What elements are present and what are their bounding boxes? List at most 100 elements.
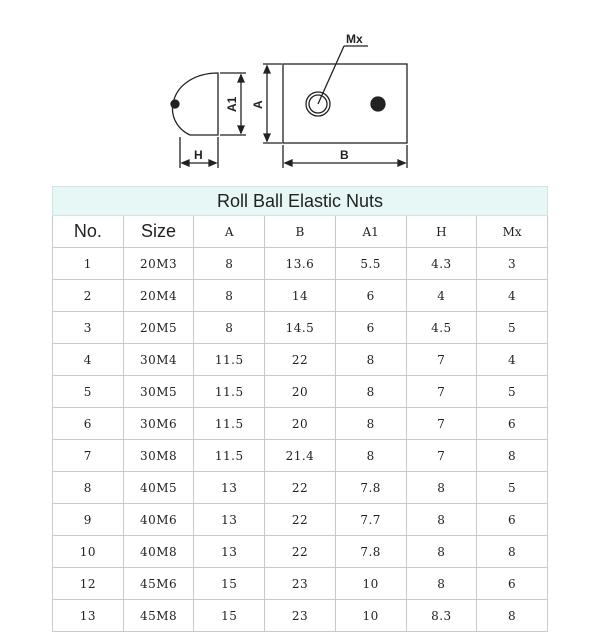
table-cell: 8	[405, 503, 478, 536]
table-cell: 13	[52, 599, 124, 632]
table-cell: 20M3	[122, 247, 195, 280]
table-cell: 7.8	[334, 471, 407, 504]
table-cell: 8	[193, 311, 266, 344]
table-cell: 8	[193, 247, 266, 280]
table-cell: 13.6	[264, 247, 336, 280]
table-cell: 3	[52, 311, 124, 344]
table-cell: 10	[334, 599, 407, 632]
table-cell: 11.5	[193, 375, 266, 408]
table-cell: 5	[52, 375, 124, 408]
table-title: Roll Ball Elastic Nuts	[52, 186, 548, 216]
table-cell: 8	[52, 471, 124, 504]
table-cell: 7	[52, 439, 124, 472]
table-cell: 22	[264, 343, 336, 376]
table-cell: 23	[264, 599, 336, 632]
table-cell: 8	[334, 439, 407, 472]
label-mx: Mx	[346, 32, 363, 46]
table-cell: 6	[476, 567, 548, 600]
table-cell: 4.3	[405, 247, 478, 280]
table-cell: 45M6	[122, 567, 195, 600]
table-cell: 7.7	[334, 503, 407, 536]
table-cell: 22	[264, 471, 336, 504]
table-cell: 4	[52, 343, 124, 376]
thread-hole	[305, 91, 331, 117]
table-cell: 13	[193, 503, 266, 536]
table-cell: 13	[193, 535, 266, 568]
table-cell: 1	[52, 247, 124, 280]
table-cell: 20M5	[122, 311, 195, 344]
column-header: No.	[52, 215, 124, 248]
table-cell: 8	[334, 407, 407, 440]
table-cell: 7	[405, 439, 478, 472]
table-cell: 8	[193, 279, 266, 312]
table-cell: 14	[264, 279, 336, 312]
table-cell: 6	[52, 407, 124, 440]
table-cell: 8	[334, 375, 407, 408]
table-cell: 3	[476, 247, 548, 280]
table-cell: 11.5	[193, 439, 266, 472]
table-cell: 30M4	[122, 343, 195, 376]
table-cell: 8	[405, 567, 478, 600]
table-cell: 30M8	[122, 439, 195, 472]
label-b: B	[340, 148, 349, 162]
table-cell: 4.5	[405, 311, 478, 344]
table-cell: 2	[52, 279, 124, 312]
table-cell: 14.5	[264, 311, 336, 344]
table-cell: 40M5	[122, 471, 195, 504]
table-cell: 8.3	[405, 599, 478, 632]
table-cell: 8	[476, 535, 548, 568]
table-cell: 22	[264, 503, 336, 536]
table-cell: 5.5	[334, 247, 407, 280]
table-cell: 10	[52, 535, 124, 568]
table-cell: 11.5	[193, 407, 266, 440]
column-header: A1	[334, 215, 407, 248]
nut-technical-drawing: Mx A1 A H B	[170, 32, 408, 168]
table-cell: 40M8	[122, 535, 195, 568]
table-cell: 8	[476, 599, 548, 632]
column-header: H	[405, 215, 478, 248]
table-cell: 23	[264, 567, 336, 600]
label-a1: A1	[225, 96, 239, 112]
column-header: A	[193, 215, 266, 248]
table-cell: 10	[334, 567, 407, 600]
table-cell: 7	[405, 343, 478, 376]
table-cell: 9	[52, 503, 124, 536]
table-cell: 20M4	[122, 279, 195, 312]
table-cell: 5	[476, 311, 548, 344]
table-cell: 30M5	[122, 375, 195, 408]
table-cell: 4	[476, 343, 548, 376]
table-cell: 21.4	[264, 439, 336, 472]
table-cell: 13	[193, 471, 266, 504]
table-cell: 8	[476, 439, 548, 472]
table-cell: 7.8	[334, 535, 407, 568]
nut-ball	[170, 99, 180, 109]
table-cell: 7	[405, 407, 478, 440]
table-cell: 40M6	[122, 503, 195, 536]
table-cell: 15	[193, 567, 266, 600]
column-header: Size	[122, 215, 195, 248]
table-cell: 6	[334, 279, 407, 312]
nut-front-view	[282, 63, 408, 144]
table-cell: 20	[264, 407, 336, 440]
table-cell: 4	[405, 279, 478, 312]
table-cell: 5	[476, 471, 548, 504]
table-cell: 6	[334, 311, 407, 344]
table-cell: 8	[334, 343, 407, 376]
table-cell: 11.5	[193, 343, 266, 376]
table-cell: 30M6	[122, 407, 195, 440]
table-cell: 15	[193, 599, 266, 632]
table-cell: 7	[405, 375, 478, 408]
